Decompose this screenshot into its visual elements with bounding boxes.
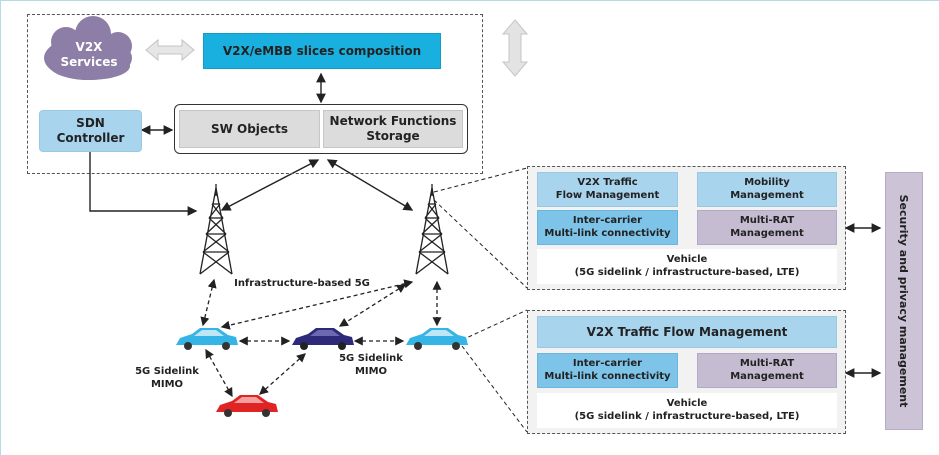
- upper-multirat-box: Multi-RAT Management: [697, 210, 837, 245]
- car-light-blue-right: [406, 328, 468, 350]
- control-plane-container: [27, 14, 483, 174]
- zoom-line-lower-1: [461, 309, 528, 341]
- arrow-sw-to-left-tower: [220, 159, 320, 211]
- nf-storage-box: Network Functions Storage: [323, 110, 463, 148]
- zoom-line-upper-2: [433, 199, 528, 289]
- sdn-controller-box: SDN Controller: [39, 110, 142, 152]
- arrow-sdn-to-tower: [89, 152, 198, 216]
- vertical-grey-double-arrow: [501, 19, 529, 77]
- link-left-tower-car1: [200, 278, 217, 327]
- link-car1-car4: [205, 348, 233, 398]
- upper-intercarrier-box: Inter-carrier Multi-link connectivity: [537, 210, 678, 245]
- lower-traffic-flow-box: V2X Traffic Flow Management: [537, 316, 837, 348]
- link-car2-car4: [259, 353, 306, 395]
- left-cell-tower: [199, 184, 233, 275]
- services-cloud-shape: [44, 16, 132, 80]
- upper-vehicle-box: Vehicle (5G sidelink / infrastructure-ba…: [537, 249, 837, 284]
- car-red-bottom: [216, 395, 278, 417]
- car-navy-center: [292, 328, 354, 350]
- link-right-tower-car1: [220, 279, 414, 330]
- sidelink-middle-label: 5G Sidelink MIMO: [339, 353, 403, 377]
- services-label: V2X Services: [60, 40, 118, 69]
- upper-mobility-box: Mobility Management: [697, 172, 837, 207]
- sidelink-left-label: 5G Sidelink MIMO: [135, 366, 199, 390]
- lower-multirat-box: Multi-RAT Management: [697, 353, 837, 388]
- link-right-tower-car2: [338, 284, 407, 327]
- security-bar: [885, 172, 923, 430]
- car-light-blue-left: [176, 328, 238, 350]
- sw-objects-box: SW Objects: [179, 110, 320, 148]
- security-label: Security and privacy management: [897, 194, 911, 408]
- lower-vehicle-box: Vehicle (5G sidelink / infrastructure-ba…: [537, 393, 837, 428]
- infrastructure-5g-label: Infrastructure-based 5G: [234, 278, 370, 289]
- zoom-line-lower-2: [461, 345, 528, 433]
- arrow-sw-to-right-tower: [326, 159, 414, 211]
- zoom-line-upper-1: [433, 167, 528, 193]
- lower-intercarrier-box: Inter-carrier Multi-link connectivity: [537, 353, 678, 388]
- grey-double-arrow: [145, 38, 195, 62]
- upper-traffic-flow-box: V2X Traffic Flow Management: [537, 172, 678, 207]
- right-cell-tower: [415, 184, 449, 275]
- slices-composition-box: V2X/eMBB slices composition: [203, 33, 441, 69]
